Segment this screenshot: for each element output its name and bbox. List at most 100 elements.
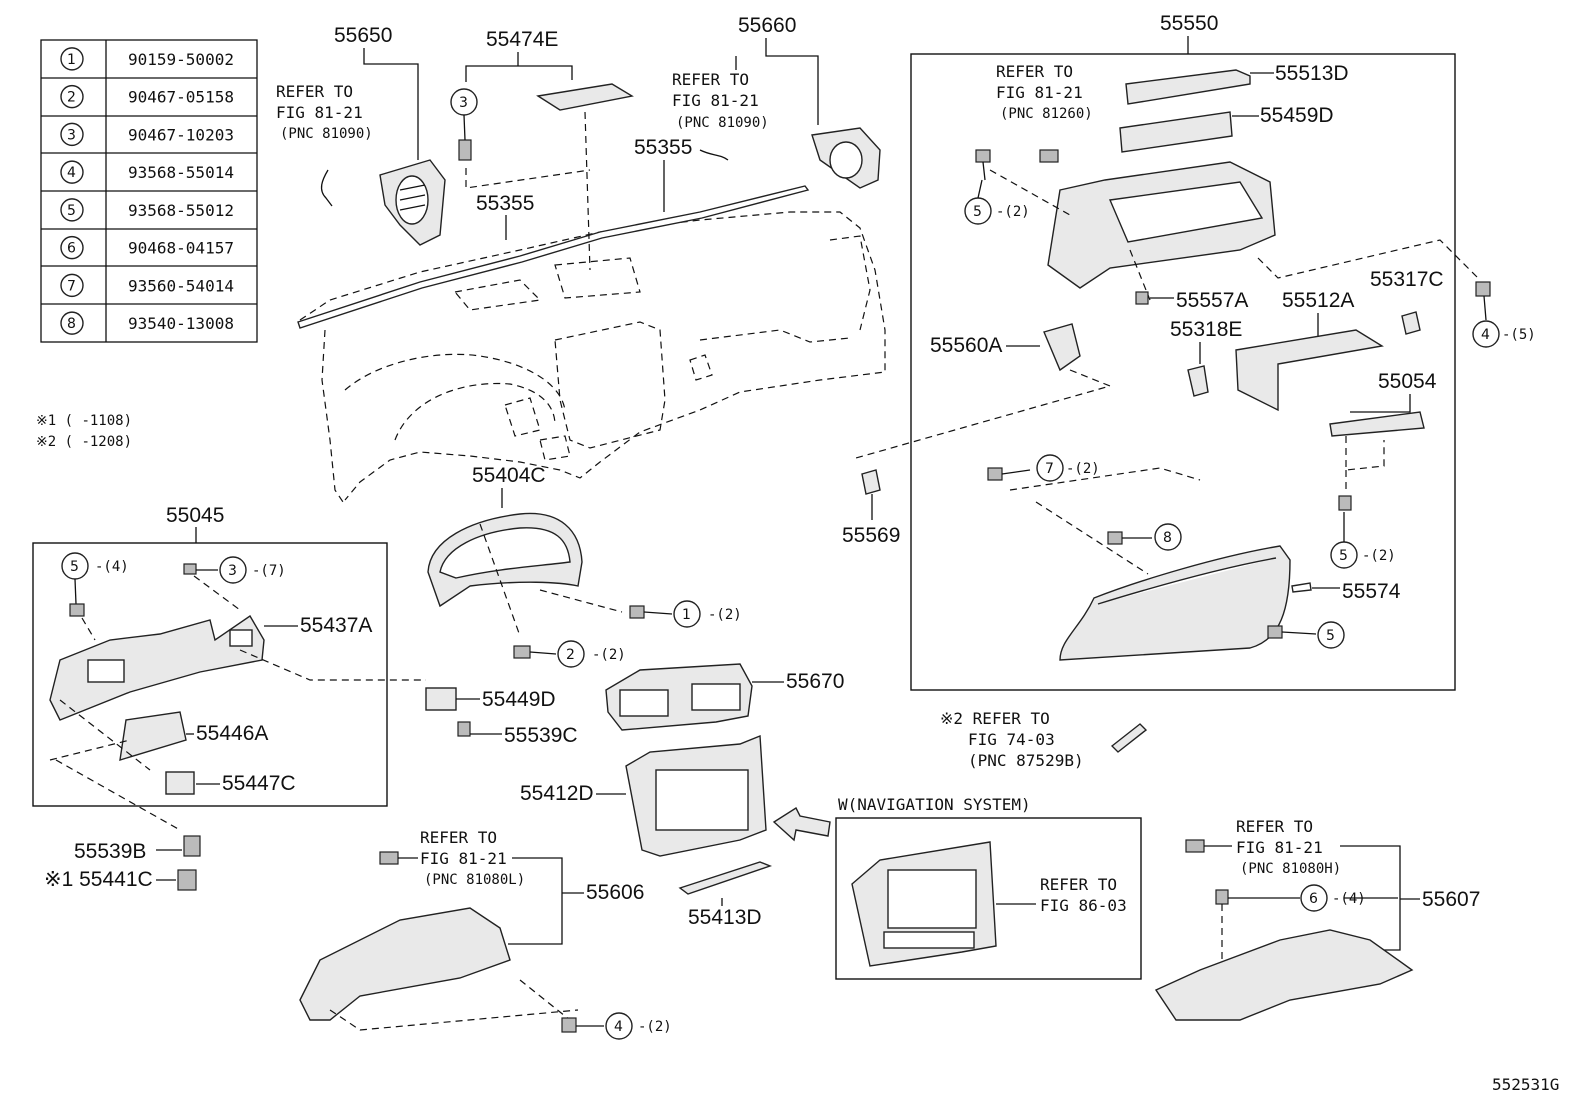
note-2: ※2 ( -1208) bbox=[36, 434, 132, 450]
clip-55441C bbox=[177, 869, 197, 891]
callout-8: 8 bbox=[1154, 523, 1182, 551]
label-55474E: 55474E bbox=[486, 28, 558, 51]
clip-3 bbox=[458, 139, 472, 161]
arrow-to-nav bbox=[772, 806, 831, 842]
label-55560A: 55560A bbox=[930, 334, 1002, 357]
svg-text:FIG 81-21: FIG 81-21 bbox=[996, 83, 1083, 102]
legend-part-number: 90159-50002 bbox=[128, 50, 234, 69]
bolt-2 bbox=[513, 645, 557, 659]
label-55550: 55550 bbox=[1160, 12, 1218, 35]
bolt-5-box bbox=[69, 603, 85, 617]
svg-text:-(2): -(2) bbox=[996, 204, 1030, 220]
svg-text:(PNC 87529B): (PNC 87529B) bbox=[968, 751, 1084, 770]
bolt-5-low bbox=[1267, 625, 1317, 639]
ref-81-21-f: REFER TO FIG 81-21 (PNC 81080H) bbox=[1236, 817, 1341, 877]
legend-num-circle bbox=[60, 160, 84, 184]
callout-4-right: 4 -(5) bbox=[1472, 320, 1536, 348]
label-55660: 55660 bbox=[738, 14, 796, 37]
legend-part-number: 90468-04157 bbox=[128, 239, 234, 258]
svg-text:8: 8 bbox=[1163, 530, 1172, 546]
legend-part-number: 93540-13008 bbox=[128, 314, 234, 333]
svg-text:※2 REFER TO: ※2 REFER TO bbox=[940, 709, 1050, 728]
svg-text:3: 3 bbox=[228, 563, 237, 579]
legend-num-circle bbox=[60, 273, 84, 298]
latch-55318E bbox=[1187, 365, 1209, 397]
label-55054: 55054 bbox=[1378, 370, 1437, 393]
callout-7: 7 -(2) bbox=[1036, 454, 1100, 482]
legend-num: 5 bbox=[67, 203, 76, 219]
svg-text:(PNC 81080L): (PNC 81080L) bbox=[424, 872, 525, 888]
label-55670: 55670 bbox=[786, 670, 844, 693]
bolt-4-right bbox=[1475, 281, 1491, 321]
ref-74-03: ※2 REFER TO FIG 74-03 (PNC 87529B) bbox=[940, 709, 1084, 770]
callout-5-box: 5 -(4) bbox=[61, 552, 129, 580]
svg-text:REFER TO: REFER TO bbox=[672, 70, 749, 89]
bolt-7 bbox=[987, 467, 1031, 481]
clip-81080L bbox=[379, 851, 399, 865]
bolt-4-low bbox=[561, 1017, 577, 1033]
bolt-8 bbox=[1107, 531, 1152, 545]
svg-text:FIG 86-03: FIG 86-03 bbox=[1040, 896, 1127, 915]
right-side-vent bbox=[811, 127, 881, 189]
legend-part-number: 90467-10203 bbox=[128, 125, 234, 144]
legend-num: 7 bbox=[67, 278, 76, 294]
left-side-vent bbox=[379, 159, 446, 246]
callout-5-upper: 5 -(2) bbox=[964, 197, 1030, 225]
svg-text:FIG 81-21: FIG 81-21 bbox=[1236, 838, 1323, 857]
svg-text:1: 1 bbox=[682, 607, 691, 623]
label-55441C: ※1 55441C bbox=[44, 868, 153, 891]
callout-2: 2 -(2) bbox=[557, 640, 626, 668]
svg-text:-(2): -(2) bbox=[638, 1019, 672, 1035]
legend-num-circle bbox=[60, 198, 84, 222]
svg-text:-(4): -(4) bbox=[1332, 891, 1366, 907]
lower-cover-55607 bbox=[1154, 929, 1414, 1021]
svg-text:6: 6 bbox=[1309, 891, 1318, 907]
lower-trim-55437A bbox=[49, 614, 265, 721]
lower-trim-strip bbox=[1119, 111, 1233, 153]
svg-text:REFER TO: REFER TO bbox=[1236, 817, 1313, 836]
svg-text:-(5): -(5) bbox=[1502, 327, 1536, 343]
legend-num: 3 bbox=[67, 127, 76, 143]
legend-part-number: 93568-55012 bbox=[128, 201, 234, 220]
callout-5-low: 5 bbox=[1317, 621, 1345, 649]
legend-num-circle bbox=[60, 84, 84, 109]
svg-text:FIG 81-21: FIG 81-21 bbox=[420, 849, 507, 868]
callout-4-low: 4 -(2) bbox=[605, 1012, 672, 1040]
legend-num-circle bbox=[60, 122, 84, 147]
svg-text:-(2): -(2) bbox=[592, 647, 626, 663]
note-1: ※1 ( -1108) bbox=[36, 413, 132, 429]
svg-text:(PNC 81260): (PNC 81260) bbox=[1000, 106, 1093, 122]
svg-text:2: 2 bbox=[566, 647, 575, 663]
svg-text:FIG 81-21: FIG 81-21 bbox=[672, 91, 759, 110]
dash-molding-strip bbox=[297, 185, 810, 329]
svg-text:-(2): -(2) bbox=[1362, 548, 1396, 564]
callout-3-box: 3 -(7) bbox=[219, 556, 286, 584]
diagram-id: 552531G bbox=[1492, 1075, 1559, 1094]
ref-81-21-a: REFER TO FIG 81-21 (PNC 81090) bbox=[276, 82, 373, 142]
legend-num: 1 bbox=[67, 52, 76, 68]
label-55355-a: 55355 bbox=[476, 192, 534, 215]
label-55574: 55574 bbox=[1342, 580, 1401, 603]
svg-text:5: 5 bbox=[70, 559, 79, 575]
trim-55413D bbox=[678, 861, 773, 895]
clip-55569 bbox=[861, 469, 881, 495]
part-87529B bbox=[1110, 723, 1148, 753]
svg-text:REFER TO: REFER TO bbox=[996, 62, 1073, 81]
svg-text:-(2): -(2) bbox=[1066, 461, 1100, 477]
label-55355-b: 55355 bbox=[634, 136, 692, 159]
label-55447C: 55447C bbox=[222, 772, 296, 795]
pin-55574 bbox=[1291, 582, 1312, 593]
label-55513D: 55513D bbox=[1275, 62, 1349, 85]
damper-55560A bbox=[1043, 323, 1081, 372]
svg-text:4: 4 bbox=[1481, 327, 1490, 343]
label-55413D: 55413D bbox=[688, 906, 762, 929]
glovebox-group-box bbox=[910, 53, 1456, 691]
glovebox-door bbox=[1059, 545, 1291, 661]
label-55539C: 55539C bbox=[504, 724, 578, 747]
hinge-55054 bbox=[1329, 411, 1425, 437]
bolt-1 bbox=[629, 605, 673, 619]
legend-num: 4 bbox=[67, 165, 76, 181]
label-55404C: 55404C bbox=[472, 464, 546, 487]
legend-num: 8 bbox=[67, 316, 76, 332]
